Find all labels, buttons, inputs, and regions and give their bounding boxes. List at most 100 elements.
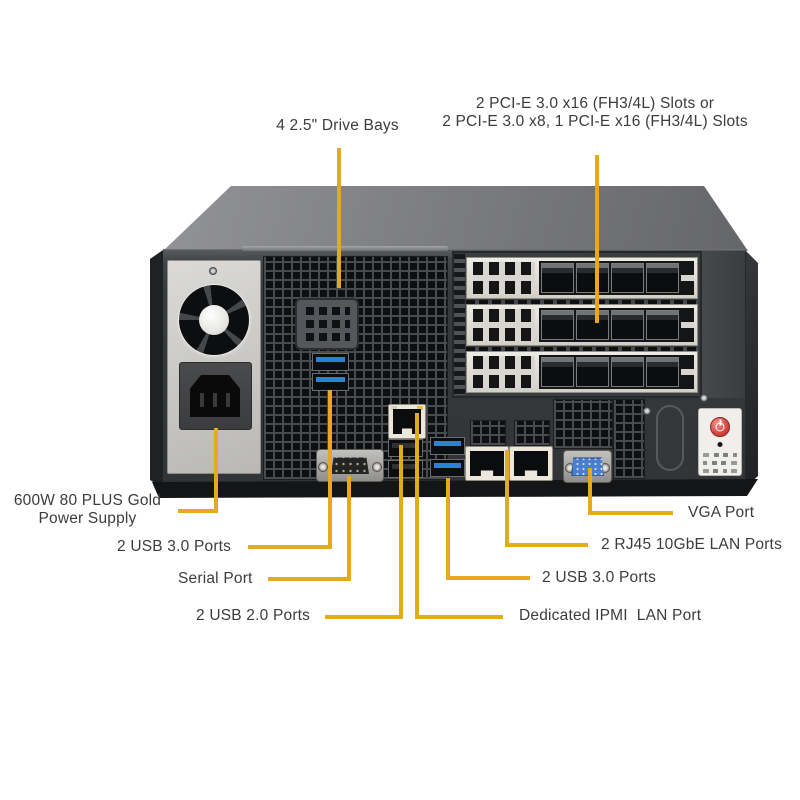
led-indicator-row xyxy=(703,460,737,465)
sfp-port xyxy=(611,310,644,340)
pcie-slot-separator xyxy=(466,300,698,306)
usb2-port xyxy=(388,460,423,478)
label-usb2: 2 USB 2.0 Ports xyxy=(196,607,311,624)
sfp-port xyxy=(541,263,574,293)
sfp-port xyxy=(646,357,679,387)
sfp-port xyxy=(576,357,609,387)
rj45-jack-icon xyxy=(470,451,504,476)
sfp-port xyxy=(541,357,574,387)
usb3-port xyxy=(312,373,349,391)
lan-led-right xyxy=(417,406,423,410)
chassis-latch-bar xyxy=(242,246,448,251)
lan-led-left xyxy=(391,406,397,410)
label-vga: VGA Port xyxy=(688,504,755,521)
bracket-tab-holes xyxy=(681,355,694,389)
sfp-port xyxy=(576,263,609,293)
vent-above-lan2 xyxy=(514,420,550,446)
label-pcie-slots: 2 PCI-E 3.0 x16 (FH3/4L) Slots or 2 PCI-… xyxy=(430,95,760,131)
led-indicator-row xyxy=(703,452,737,457)
label-usb3-right: 2 USB 3.0 Ports xyxy=(542,569,657,586)
leader-pcie-slots xyxy=(595,155,599,323)
label-psu-line2: Power Supply xyxy=(38,510,137,527)
drive-bay-vent-holes xyxy=(306,307,350,341)
leader-lan-v xyxy=(505,450,509,547)
bracket-vent-holes xyxy=(473,356,535,388)
usb3-port xyxy=(430,459,465,477)
ipmi-lan-port xyxy=(388,404,426,439)
bracket-vent-holes xyxy=(473,309,535,341)
chassis-left-side xyxy=(150,250,163,488)
vent-right-of-vga xyxy=(613,399,645,479)
db9-connector-icon xyxy=(331,457,369,474)
label-pcie-line2: 2 PCI-E 3.0 x8, 1 PCI-E x16 (FH3/4L) Slo… xyxy=(442,113,748,130)
vga-port xyxy=(563,450,612,483)
chassis-right-side xyxy=(745,250,758,488)
power-symbol-icon xyxy=(715,422,725,432)
vga-connector-icon xyxy=(571,457,604,476)
leader-usb3-right-v xyxy=(446,478,450,580)
rj45-jack-icon xyxy=(514,451,548,476)
leader-ipmi-v xyxy=(415,413,419,619)
drive-bay-vent-plate xyxy=(295,298,359,350)
leader-serial-v xyxy=(347,476,351,581)
leader-vga-v xyxy=(588,468,592,515)
bracket-vent-holes xyxy=(473,262,535,294)
screw-icon xyxy=(643,407,651,415)
ac-power-inlet xyxy=(179,362,252,430)
sfp-port xyxy=(541,310,574,340)
usb2-port xyxy=(388,439,423,457)
label-drive-bays: 4 2.5" Drive Bays xyxy=(276,117,399,134)
usb3-ports-right xyxy=(430,437,465,479)
vent-above-vga xyxy=(553,399,613,449)
sfp-port xyxy=(611,263,644,293)
screw-icon xyxy=(372,461,382,472)
vent-above-lan1 xyxy=(470,420,506,446)
sfp-cage xyxy=(539,261,681,295)
usb3-ports-left xyxy=(312,353,349,391)
leader-vga-h xyxy=(588,511,673,515)
label-pcie-line1: 2 PCI-E 3.0 x16 (FH3/4L) Slots or xyxy=(475,95,715,112)
pcie-card-1 xyxy=(466,257,698,299)
leader-lan-h xyxy=(505,543,588,547)
label-usb3-left: 2 USB 3.0 Ports xyxy=(117,538,232,555)
leader-ipmi-h xyxy=(415,615,503,619)
sfp-port xyxy=(611,357,644,387)
sfp-port xyxy=(646,310,679,340)
label-psu-line1: 600W 80 PLUS Gold xyxy=(13,492,162,509)
chassis-bottom-edge xyxy=(152,479,758,498)
leader-usb2-v xyxy=(399,445,403,619)
screw-icon xyxy=(209,267,217,275)
screw-icon xyxy=(700,394,708,402)
sfp-port xyxy=(646,263,679,293)
leader-usb3-left-h xyxy=(248,545,332,549)
leader-serial-h xyxy=(268,577,351,581)
sfp-cage xyxy=(539,355,681,389)
leader-drive-bays xyxy=(337,148,341,288)
leader-psu-v xyxy=(214,428,218,513)
c14-inlet-pins xyxy=(200,393,230,407)
label-ipmi: Dedicated IPMI LAN Port xyxy=(519,607,702,624)
screw-icon xyxy=(318,461,328,472)
control-panel xyxy=(698,408,742,476)
label-serial: Serial Port xyxy=(178,570,253,587)
lan-port-2 xyxy=(509,446,553,481)
psu-fan xyxy=(176,282,252,358)
label-lan: 2 RJ45 10GbE LAN Ports xyxy=(601,536,783,553)
lan-port-1 xyxy=(465,446,509,481)
usb3-port xyxy=(312,353,349,371)
leader-usb3-left-v xyxy=(328,390,332,549)
bracket-tab-holes xyxy=(681,261,694,295)
pcie-left-wall-slots xyxy=(454,254,465,395)
pcie-right-wall xyxy=(700,251,745,398)
sfp-cage xyxy=(539,308,681,342)
sfp-port xyxy=(576,310,609,340)
leader-usb3-right-h xyxy=(446,576,530,580)
usb3-port xyxy=(430,437,465,455)
pcie-card-3 xyxy=(466,351,698,393)
led-indicator-row xyxy=(703,468,737,473)
usb2-ports xyxy=(388,439,423,479)
bracket-tab-holes xyxy=(681,308,694,342)
label-psu: 600W 80 PLUS Gold Power Supply xyxy=(5,492,170,528)
power-button xyxy=(710,417,730,437)
fan-hub xyxy=(199,305,229,335)
